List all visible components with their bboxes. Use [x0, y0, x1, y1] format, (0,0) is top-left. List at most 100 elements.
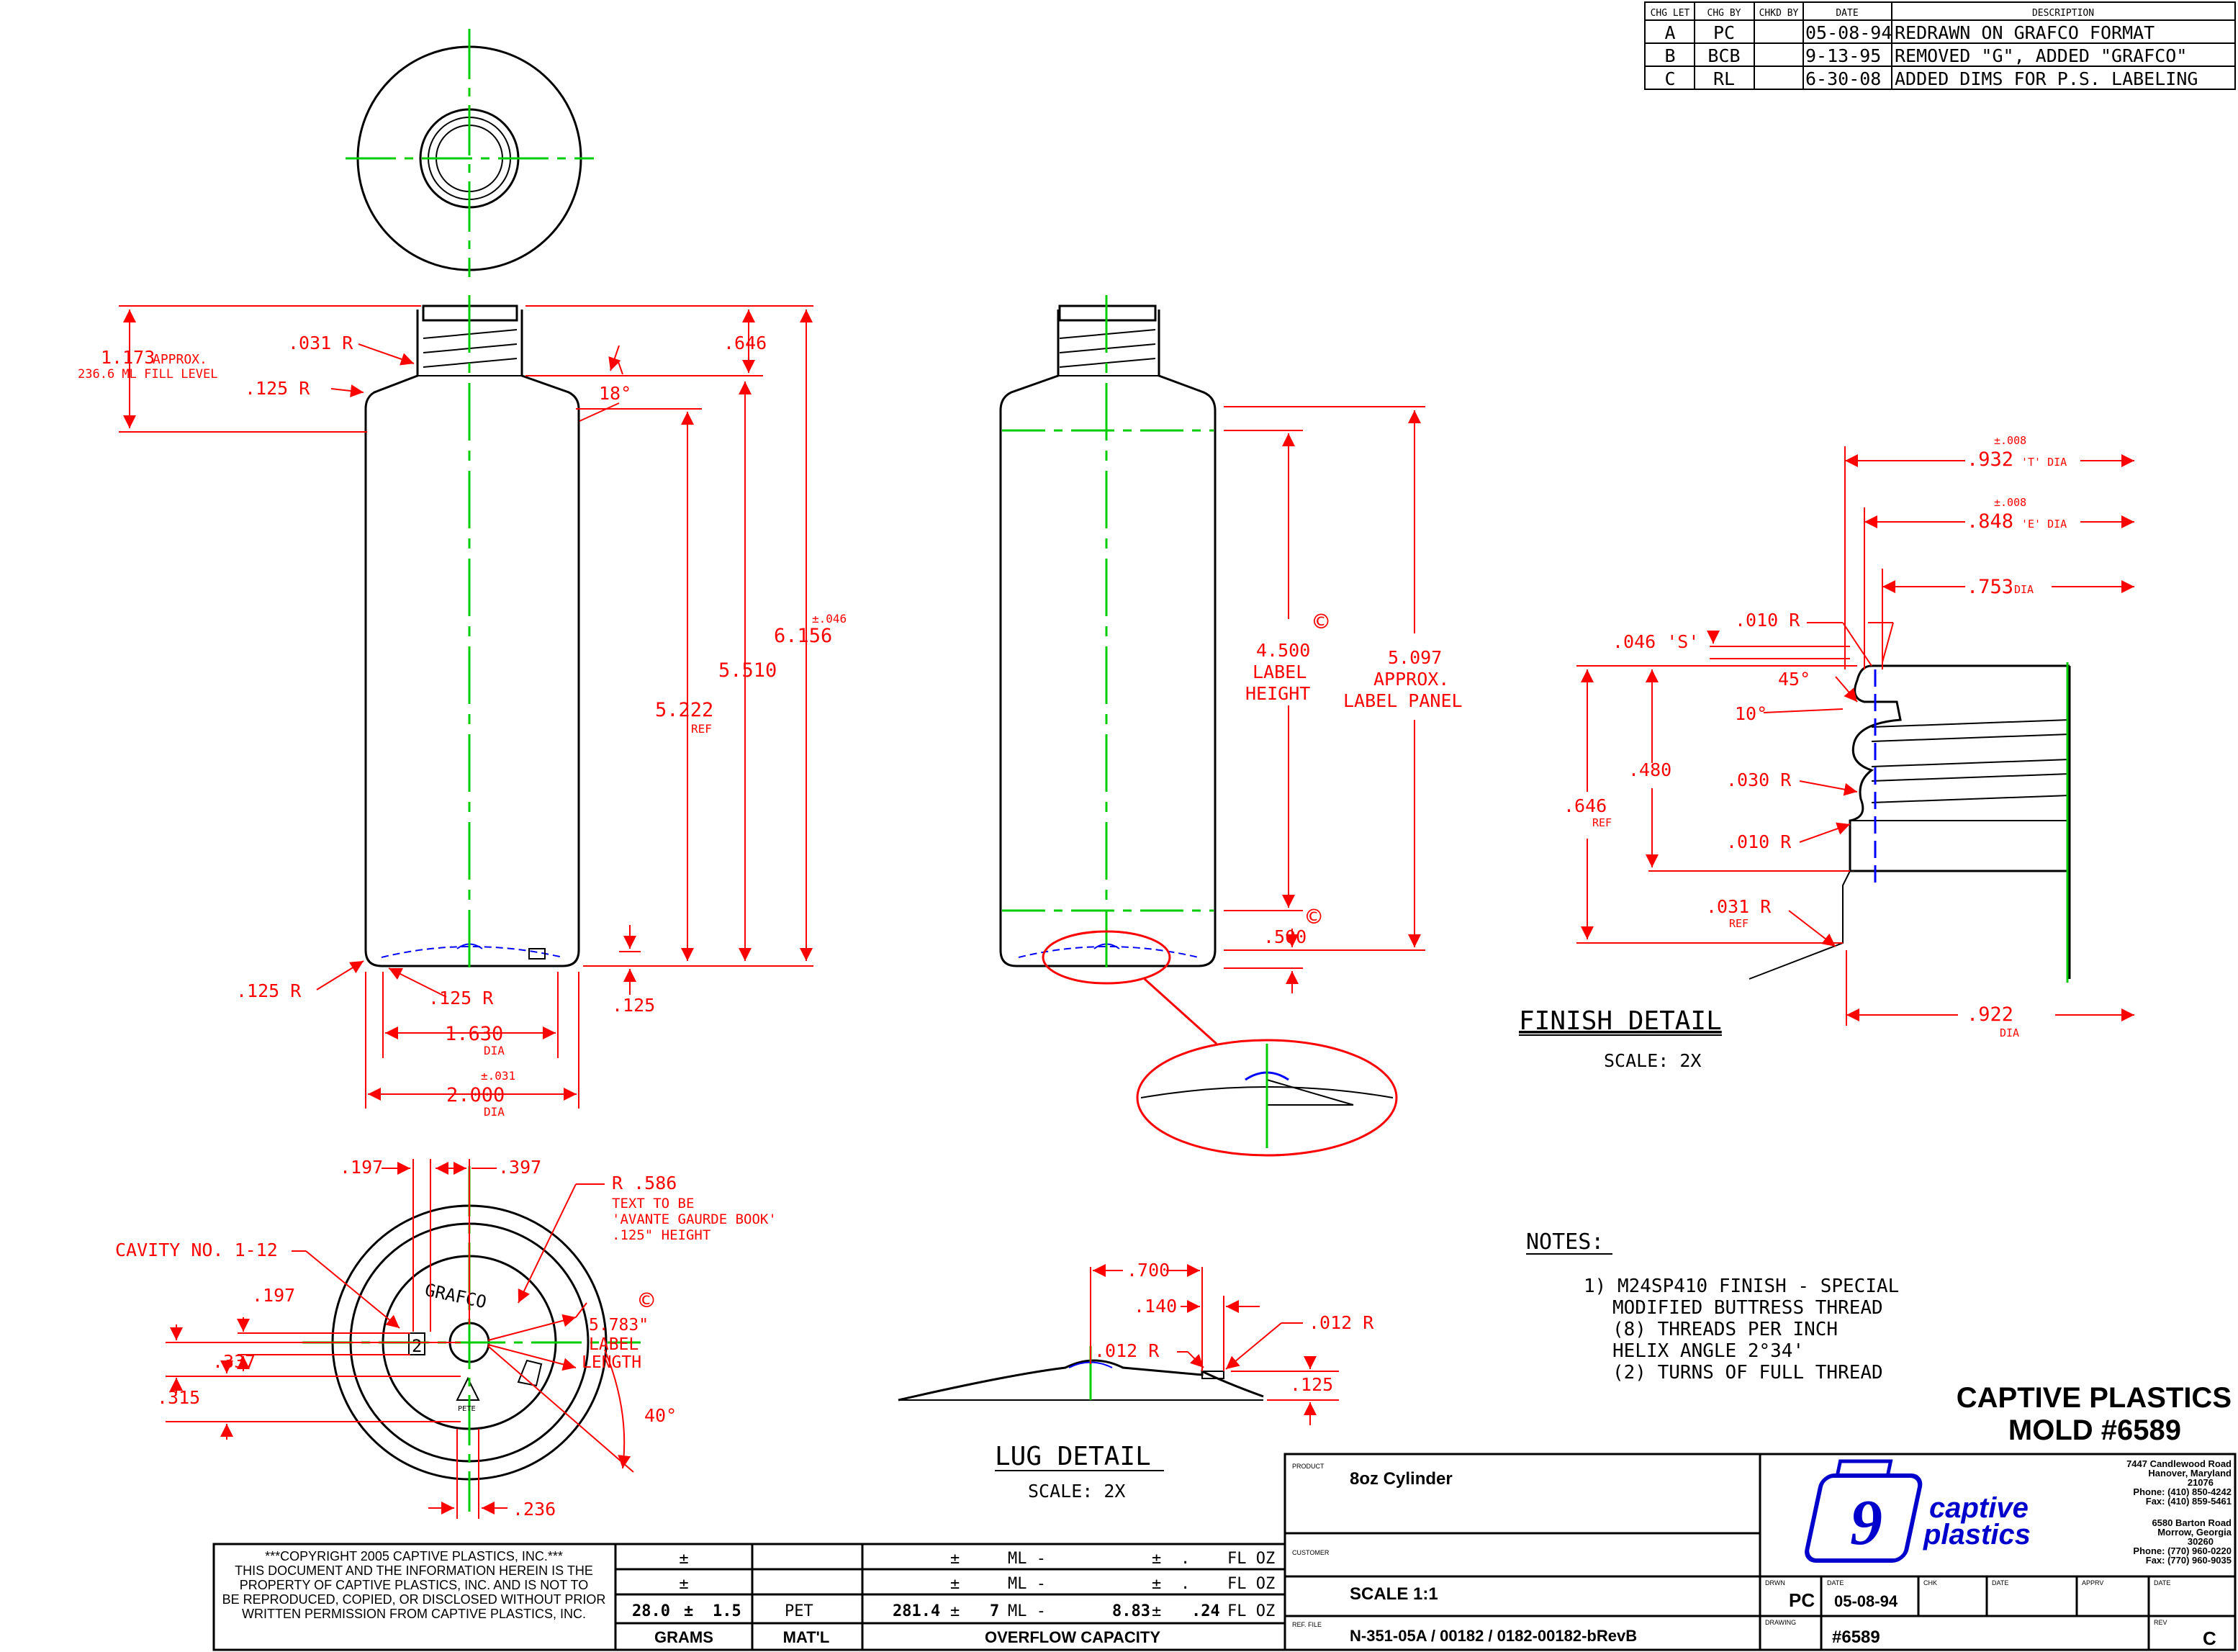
inner-dia: .753 [1967, 576, 2013, 598]
ml-label-row1: ML - [1008, 1550, 1046, 1568]
md-address-2: Hanover, Maryland [2148, 1468, 2232, 1479]
date-value: 05-08-94 [1834, 1592, 1898, 1610]
fl-oz-row2: FL OZ [1227, 1575, 1275, 1593]
label-length-value: 5.783" [589, 1316, 649, 1335]
company-name: CAPTIVE PLASTICS [1957, 1382, 2232, 1414]
t-dia: .932 [1967, 448, 2013, 471]
lug-detail-scale: SCALE: 2X [1028, 1481, 1125, 1502]
front-bottle-outline [364, 304, 580, 967]
overflow-ml: 281.4 [893, 1602, 940, 1620]
grams-pm: ± [684, 1602, 693, 1620]
appv-label: APPRV [2082, 1579, 2103, 1586]
overall-height: 6.156 [774, 625, 832, 647]
material-value: PET [785, 1602, 813, 1620]
base-zoom-bubble [1136, 1039, 1398, 1157]
lug-dim-700: .700 [1127, 1260, 1170, 1281]
grams-pm-row2: ± [679, 1575, 688, 1593]
height-5222: 5.222 [655, 699, 713, 721]
grams-pm-row1: ± [679, 1550, 688, 1568]
date-label: DATE [1827, 1579, 1844, 1586]
rev-a-by: PC [1713, 22, 1735, 43]
dim-397: .397 [498, 1157, 541, 1178]
overflow-ml-unit: ML - [1008, 1602, 1046, 1620]
dim-236: .236 [513, 1499, 556, 1520]
rev-c-desc: ADDED DIMS FOR P.S. LABELING [1895, 68, 2198, 89]
note-line-4: HELIX ANGLE 2°34' [1612, 1340, 1804, 1362]
top-view [346, 29, 594, 277]
fl-oz-row1: FL OZ [1227, 1550, 1275, 1568]
ga-address-5: Fax: (770) 960-9035 [2146, 1555, 2232, 1566]
capacity-table: ± ± ML - ± . FL OZ ± ± ML - ± . FL OZ 28… [632, 1550, 1275, 1646]
dim-337: .337 [212, 1351, 256, 1372]
oz-dot-row2: . [1181, 1575, 1190, 1593]
fill-level-approx: APPROX. [153, 352, 207, 367]
cavity-digit: 2 [412, 1336, 422, 1356]
base-dia: 1.630 [445, 1023, 503, 1045]
copyright-line-1: ***COPYRIGHT 2005 CAPTIVE PLASTICS, INC.… [265, 1549, 563, 1563]
finish-dimension-labels: ±.008 .932 'T' DIA ±.008 .848 'E' DIA .7… [1564, 434, 2067, 1039]
rev-c-letter: C [1664, 68, 1675, 89]
r010-bottom: .010 R [1726, 831, 1792, 852]
finish-dimensions [1576, 446, 2134, 1026]
grafco-emboss: GRAFCO [423, 1280, 489, 1312]
overflow-ml-pm: ± [950, 1602, 960, 1620]
copyright-mark-1: © [1314, 608, 1329, 636]
fill-level-value: 1.173 [101, 347, 155, 368]
rev-value: C [2203, 1628, 2216, 1649]
text-note-1: TEXT TO BE [612, 1196, 694, 1211]
lug-r012-right: .012 R [1309, 1312, 1374, 1333]
label-height-l2: HEIGHT [1245, 683, 1310, 704]
logo-text-1: captive [1929, 1492, 2029, 1524]
overflow-oz-unit: FL OZ [1227, 1602, 1275, 1620]
overflow-oz-tol: .24 [1191, 1602, 1220, 1620]
note-line-1: 1) M24SP410 FINISH - SPECIAL [1584, 1276, 1899, 1297]
base-radius-outer: .125 R [236, 980, 302, 1001]
t-dia-unit: 'T' DIA [2021, 456, 2067, 469]
note-line-2: MODIFIED BUTTRESS THREAD [1612, 1297, 1883, 1319]
title-block-fields: PRODUCT 8oz Cylinder CUSTOMER SCALE 1:1 … [1292, 1463, 2216, 1649]
height-5222-ref: REF [691, 722, 712, 736]
r030: .030 R [1726, 769, 1792, 790]
rev-col-date: DATE [1836, 8, 1858, 19]
notes-heading: NOTES: [1526, 1229, 1604, 1255]
t-dia-tol: ±.008 [1994, 434, 2026, 447]
lug-dimensions [1090, 1264, 1339, 1425]
shoulder-radius-top: .031 R [288, 333, 353, 353]
finish-height: .646 [723, 333, 767, 353]
copyright-notice: ***COPYRIGHT 2005 CAPTIVE PLASTICS, INC.… [222, 1549, 606, 1621]
md-address-3: 21076 [2188, 1477, 2214, 1488]
ga-address-3: 30260 [2188, 1536, 2214, 1547]
oz-pm-row2: ± [1152, 1575, 1161, 1593]
rev-c-by: RL [1713, 68, 1735, 89]
ga-address-2: Morrow, Georgia [2157, 1527, 2232, 1538]
bottom-dimensions [166, 1159, 634, 1519]
body-dia-unit: DIA [484, 1105, 505, 1119]
company-header: CAPTIVE PLASTICS MOLD #6589 [1957, 1382, 2232, 1446]
body-dia: 2.000 [446, 1084, 505, 1106]
base-radius-inner: .125 R [428, 988, 494, 1008]
rev-col-chg-let: CHG LET [1651, 8, 1690, 19]
base-dia-unit: DIA [484, 1044, 505, 1057]
logo-text-2: plastics [1923, 1519, 2031, 1551]
label-length-l1: LABEL [589, 1335, 639, 1354]
md-address-5: Fax: (410) 859-5461 [2146, 1496, 2232, 1507]
finish-detail-drawing [1749, 664, 2071, 980]
dia-922: .922 [1967, 1003, 2013, 1026]
text-note-2: 'AVANTE GAURDE BOOK' [612, 1211, 777, 1227]
captive-plastics-logo: 9 captive plastics [1805, 1459, 2031, 1563]
lug-detail-drawing [898, 1359, 1264, 1402]
finish-detail-scale: SCALE: 2X [1604, 1050, 1701, 1071]
front-dimension-labels: 1.173 APPROX. 236.6 ML FILL LEVEL .031 R… [78, 333, 847, 1119]
base-push: .125 [612, 995, 655, 1016]
front-dimensions [119, 305, 813, 1109]
grams-tol: 1.5 [713, 1602, 741, 1620]
fill-level-note: 236.6 ML FILL LEVEL [78, 367, 217, 382]
scale-value: SCALE 1:1 [1350, 1584, 1438, 1604]
ml-pm-row1: ± [950, 1550, 960, 1568]
label-height-l1: LABEL [1253, 662, 1307, 682]
angle45: 45° [1778, 669, 1810, 690]
overflow-ml-tol: 7 [990, 1602, 999, 1620]
note-line-3: (8) THREADS PER INCH [1612, 1319, 1838, 1340]
ml-label-row2: ML - [1008, 1575, 1046, 1593]
product-value: 8oz Cylinder [1350, 1469, 1453, 1489]
